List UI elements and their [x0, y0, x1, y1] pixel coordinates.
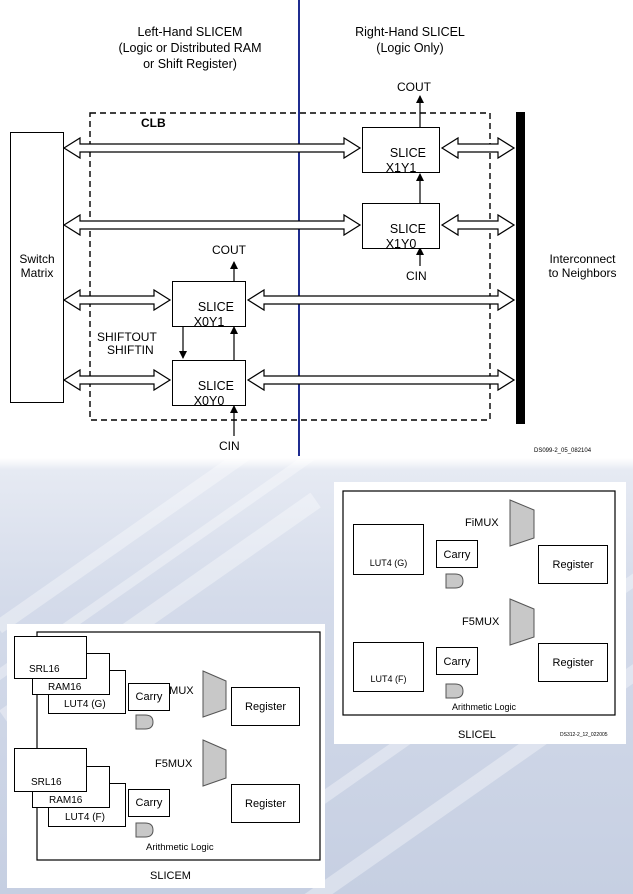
slice-x1y0-label: SLICE X1Y0 — [385, 222, 427, 251]
slicel-lut4-f — [353, 642, 424, 692]
cin-right-label: CIN — [406, 269, 427, 283]
cout-top-label: COUT — [397, 80, 431, 94]
clb-figure-code: DS099-2_05_082104 — [534, 448, 592, 454]
slicem-carry-bottom-label: Carry — [135, 797, 163, 809]
switch-matrix — [10, 132, 64, 403]
slicel-carry-bottom — [436, 647, 478, 675]
slicem-f5mux-label: F5MUX — [155, 758, 193, 770]
slicem-f5mux-shape — [202, 739, 227, 787]
slicel-lines — [342, 490, 616, 716]
switch-matrix-label: Switch Matrix — [19, 252, 55, 280]
slicel-lut4-g-label: LUT4 (G) — [369, 558, 408, 568]
slicem-srl16-top-label: SRL16 — [29, 664, 60, 675]
slicem-lines — [36, 631, 321, 861]
slicel-title: SLICEL — [458, 729, 496, 741]
slicem-carry-top — [128, 683, 170, 711]
slicem-panel: SRL16 RAM16 LUT4 (G) SRL16 RAM16 LUT4 (F… — [7, 624, 325, 888]
slicel-lut4-f-label: LUT4 (F) — [370, 674, 407, 684]
slicel-arith-label: Arithmetic Logic — [452, 702, 517, 712]
cin-bottom-label: CIN — [219, 439, 240, 453]
slicem-gate-bottom — [135, 822, 154, 838]
arrow-x1y0-ic — [440, 213, 516, 237]
slicel-register-bottom-label: Register — [552, 657, 594, 669]
slicel-f5mux-shape — [509, 598, 535, 646]
slicem-register-top — [231, 687, 300, 726]
interconnect-bar — [516, 112, 525, 424]
slice-x1y1: SLICE X1Y1 — [362, 127, 440, 175]
slicem-lut4-f-label: LUT4 (F) — [65, 812, 105, 823]
slicel-fimux-label: FiMUX — [465, 517, 499, 529]
arrow-sm-x0y1 — [62, 288, 172, 312]
arrow-x0y1-ic — [246, 288, 516, 312]
slicel-register-top — [538, 545, 608, 584]
slicem-ram16-top-label: RAM16 — [48, 682, 82, 693]
slice-x1y0: SLICE X1Y0 — [362, 203, 440, 251]
slicel-figure-code: DS312-2_12_022005 — [560, 732, 608, 738]
slice-x0y1: SLICE X0Y1 — [172, 281, 246, 329]
slicel-register-top-label: Register — [552, 559, 594, 571]
slicem-title: SLICEM — [150, 870, 191, 882]
slicem-carry-top-label: Carry — [135, 691, 163, 703]
slice-x0y0-label: SLICE X0Y0 — [193, 379, 235, 408]
interconnect-label: Interconnect to Neighbors — [548, 252, 617, 280]
shiftin-label: SHIFTIN — [107, 343, 154, 357]
slicem-fimux-shape — [202, 670, 227, 718]
slicel-carry-top-label: Carry — [443, 549, 471, 561]
slice-x1y1-label: SLICE X1Y1 — [385, 146, 427, 175]
slicel-f5mux-label: F5MUX — [462, 616, 500, 628]
slicem-srl16-bottom-label: SRL16 — [31, 777, 62, 788]
slice-x0y0: SLICE X0Y0 — [172, 360, 246, 408]
slicel-carry-top — [436, 540, 478, 568]
slicel-gate-bottom — [445, 683, 464, 699]
arrow-sm-x1y0 — [62, 213, 362, 237]
cout-mid-label: COUT — [212, 243, 246, 257]
slicel-carry-bottom-label: Carry — [443, 656, 471, 668]
arrow-x1y1-ic — [440, 136, 516, 160]
arrow-sm-x0y0 — [62, 368, 172, 392]
left-heading: Left-Hand SLICEM (Logic or Distributed R… — [118, 25, 262, 71]
slicem-carry-bottom — [128, 789, 170, 817]
slicel-lut4-g — [353, 524, 424, 575]
slicem-srl16-top — [14, 636, 87, 679]
slicem-register-bottom — [231, 784, 300, 823]
slicem-gate-top — [135, 714, 154, 730]
clb-label: CLB — [141, 116, 166, 130]
slicem-srl16-bottom — [14, 748, 87, 792]
slicem-register-top-label: Register — [245, 701, 286, 713]
slicel-panel: FiMUX F5MUX LUT4 (G) Carry Register LUT4… — [334, 482, 626, 744]
slicel-gate-top — [445, 573, 464, 589]
slicem-arith-label: Arithmetic Logic — [146, 842, 214, 853]
slicem-lut4-g-label: LUT4 (G) — [64, 699, 106, 710]
arrow-sm-x1y1 — [62, 136, 362, 160]
slicel-fimux-shape — [509, 499, 535, 547]
slicem-ram16-bottom-label: RAM16 — [49, 795, 83, 806]
clb-boundary — [89, 112, 491, 421]
slicel-register-bottom — [538, 643, 608, 682]
slice-x0y1-label: SLICE X0Y1 — [193, 300, 235, 329]
arrow-x0y0-ic — [246, 368, 516, 392]
slicem-register-bottom-label: Register — [245, 798, 286, 810]
shiftout-label: SHIFTOUT — [97, 330, 157, 344]
right-heading: Right-Hand SLICEL (Logic Only) — [355, 25, 465, 55]
